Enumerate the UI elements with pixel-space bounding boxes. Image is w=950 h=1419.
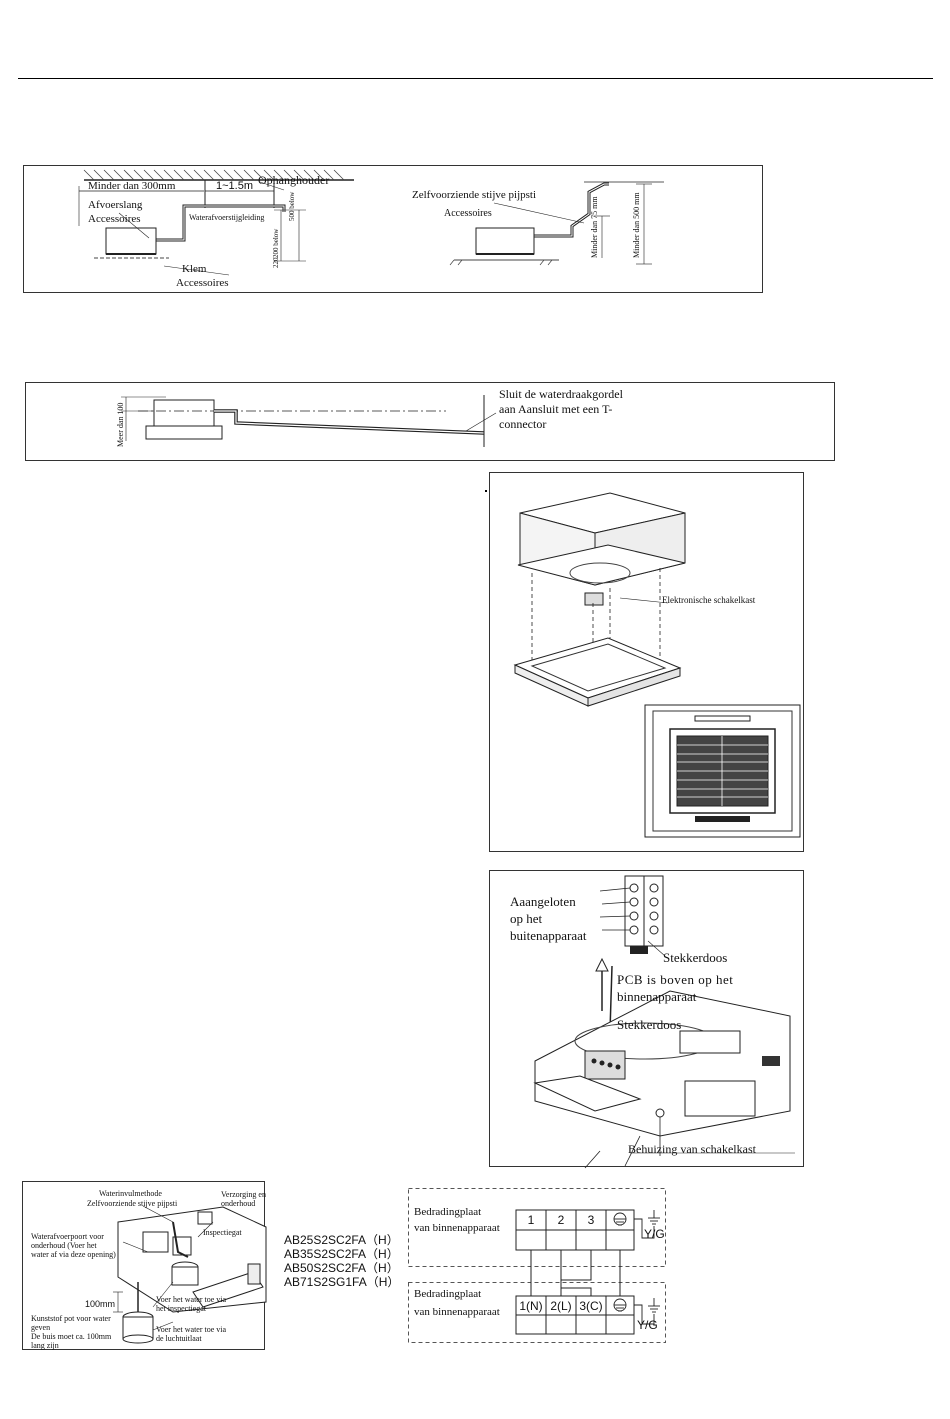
- label-voer1-2: het inspectiegat: [156, 1304, 206, 1313]
- header-rule: [18, 78, 933, 79]
- label-yg-top: Y/G: [644, 1227, 665, 1241]
- label-poort-2: onderhoud (Voer het: [31, 1241, 97, 1250]
- model-list: AB25S2SC2FA（H） AB35S2SC2FA（H） AB50S2SC2F…: [284, 1233, 409, 1289]
- model-item: AB25S2SC2FA（H）: [284, 1233, 399, 1247]
- terminal-bottom-2: 2(L): [550, 1298, 572, 1313]
- label-waterafvoer: Waterafvoerstijgleiding: [189, 213, 265, 222]
- model-item: AB71S2SG1FA（H）: [284, 1275, 400, 1289]
- water-fill-drawing: [113, 1205, 267, 1344]
- label-span: 1~1.5m: [216, 180, 253, 192]
- label-poort-3: water af via deze opening): [31, 1250, 116, 1259]
- wiring-bottom-title-1: Bedradingplaat: [414, 1288, 482, 1300]
- label-accessoires-klem: Accessoires: [176, 277, 229, 289]
- dot-mark: [485, 490, 487, 492]
- wiring-top-title-2: van binnenapparaat: [414, 1222, 500, 1234]
- wiring-diagram: Bedradingplaat van binnenapparaat 1 2 3 …: [408, 1188, 666, 1343]
- label-aangesloten-2: op het: [510, 911, 543, 926]
- water-fill-figure: Waterinvulmethode Zelfvoorziende stijve …: [22, 1181, 267, 1350]
- label-aangesloten-1: Aaangeloten: [510, 894, 576, 909]
- label-dim-500: 500 below: [288, 191, 296, 221]
- label-stekkerdoos-top: Stekkerdoos: [663, 950, 728, 965]
- drain-slope-drawing: [121, 395, 497, 447]
- label-zelfvoorziende-5: Zelfvoorziende stijve pijpsti: [87, 1199, 178, 1208]
- label-aangesloten-3: buitenapparaat: [510, 928, 587, 943]
- terminal-bottom-3: 3(C): [579, 1298, 603, 1313]
- label-voer2-1: Voer het water toe via: [156, 1325, 227, 1334]
- wiring-bottom-title-2: van binnenapparaat: [414, 1306, 500, 1318]
- wiring-connection-drawing: [533, 875, 795, 1169]
- terminal-bottom-1: 1(N): [519, 1298, 543, 1313]
- label-minder-75: Minder dan 75 mm: [590, 196, 599, 258]
- label-dim-200: 200 below: [272, 228, 280, 258]
- label-kunststof-1: Kunststof pot voor water: [31, 1314, 111, 1323]
- label-kunststof-3: De buis moet ca. 100mm: [31, 1332, 112, 1341]
- label-sluit-1: Sluit de waterdraakgordel: [499, 387, 623, 401]
- label-meer-100: Meer dan 100: [116, 402, 125, 447]
- drain-pipe-installation-figure: Minder dan 300mm 1~1.5m Ophanghouder Afv…: [23, 165, 763, 293]
- label-poort-1: Waterafvoerpoort voor: [31, 1232, 104, 1241]
- label-minder-500: Minder dan 500 mm: [632, 192, 641, 258]
- label-dim-220: 220: [272, 257, 280, 269]
- label-schakelkast: Elektronische schakelkast: [662, 595, 756, 605]
- terminal-top-1: 1: [527, 1213, 535, 1227]
- label-yg-bottom: Y/G: [637, 1318, 658, 1332]
- label-waterinvul: Waterinvulmethode: [99, 1189, 162, 1198]
- label-voer2-2: de luchtuitlaat: [156, 1334, 202, 1343]
- terminal-top-3: 3: [587, 1213, 595, 1227]
- label-stekkerdoos-mid: Stekkerdoos: [617, 1017, 682, 1032]
- label-sluit-2: aan Aansluit met een T-: [499, 402, 613, 416]
- label-ophanghouder: Ophanghouder: [258, 173, 330, 187]
- drain-pipe-drawing: [78, 169, 664, 276]
- label-accessoires-right: Accessoires: [444, 208, 492, 219]
- terminal-top-2: 2: [557, 1213, 565, 1227]
- label-pcb-2: binnenapparaat: [617, 989, 697, 1004]
- label-voer1-1: Voer het water toe via: [156, 1295, 227, 1304]
- panel-assembly-figure: Elektronische schakelkast: [489, 472, 804, 852]
- label-verzorging-1: Verzorging en: [221, 1190, 266, 1199]
- label-accessoires-left: Accessoires: [88, 213, 141, 225]
- label-afvoerslang: Afvoerslang: [88, 199, 143, 211]
- drain-slope-figure: Meer dan 100 Sluit de waterdraakgordel a…: [25, 382, 835, 461]
- label-zelfvoorziende: Zelfvoorziende stijve pijpsti: [412, 189, 537, 201]
- label-pcb-1: PCB is boven op het: [617, 972, 734, 987]
- model-item: AB50S2SC2FA（H）: [284, 1261, 399, 1275]
- model-item: AB35S2SC2FA（H）: [284, 1247, 399, 1261]
- wiring-connection-figure: Aaangeloten op het buitenapparaat Stekke…: [489, 870, 804, 1169]
- panel-assembly-drawing: [513, 492, 801, 838]
- label-kunststof-4: lang zijn: [31, 1341, 59, 1350]
- label-sluit-3: connector: [499, 417, 547, 431]
- label-dim-100: 100mm: [85, 1299, 116, 1309]
- label-minder-300: Minder dan 300mm: [88, 180, 176, 192]
- wiring-diagram-lines: [408, 1188, 666, 1343]
- label-verzorging-2: onderhoud: [221, 1199, 256, 1208]
- label-klem: Klem: [182, 263, 207, 275]
- wiring-top-title-1: Bedradingplaat: [414, 1206, 482, 1218]
- label-kunststof-2: geven: [31, 1323, 51, 1332]
- label-behuizing: Behuizing van schakelkast: [628, 1142, 756, 1156]
- label-inspectiegat: Inspectiegat: [203, 1228, 242, 1237]
